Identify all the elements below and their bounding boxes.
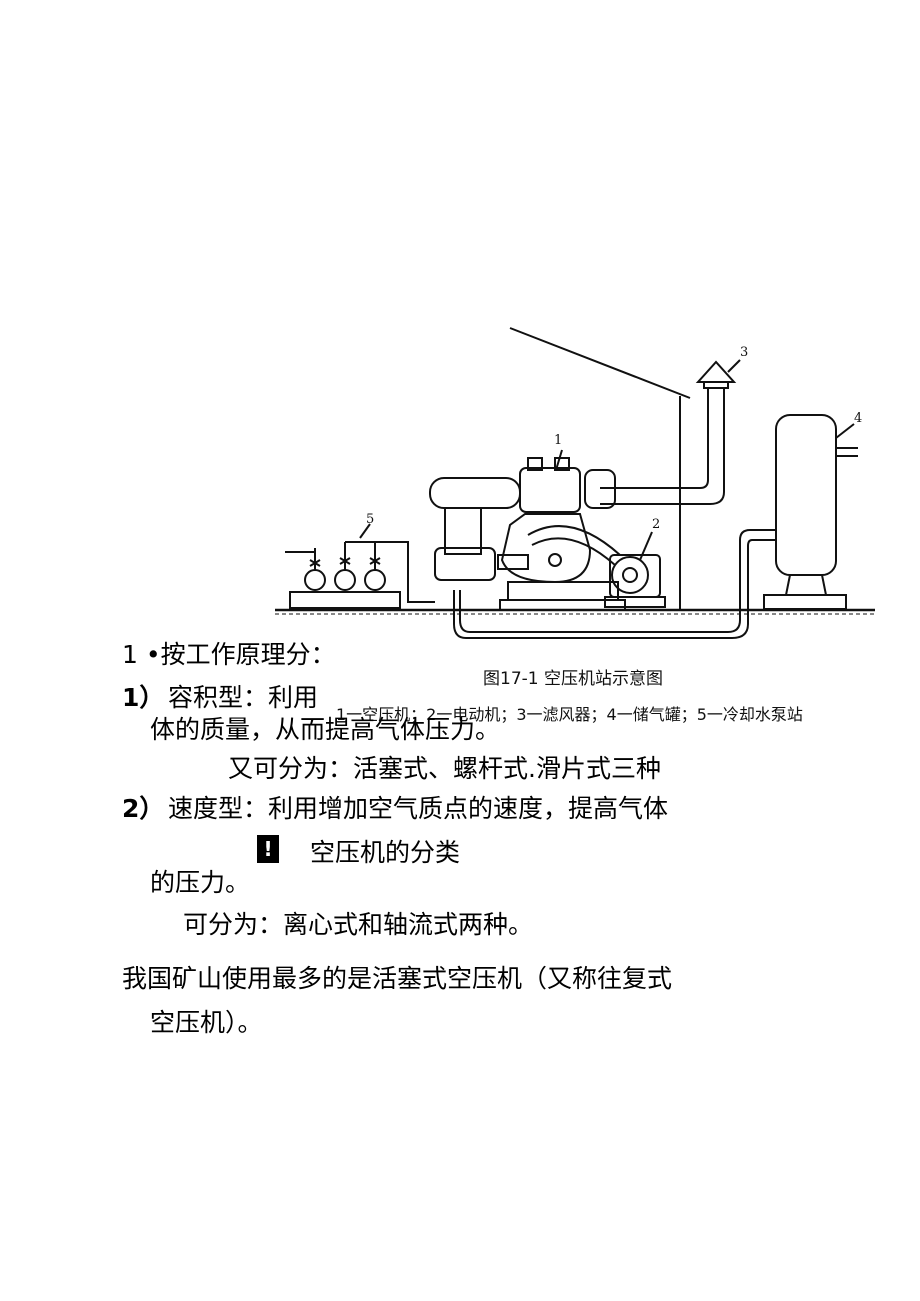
pump-station-base: [289, 591, 401, 609]
roof-line: [509, 327, 691, 399]
label-5: 5: [366, 512, 374, 527]
item2-continuation: 的压力。: [150, 868, 251, 897]
item2-text: 速度型：利用增加空气质点的速度，提高气体: [168, 794, 669, 823]
item1-continuation: 体的质量，从而提高气体压力。: [150, 715, 501, 744]
compressor-body: [519, 467, 581, 513]
label-4: 4: [854, 411, 862, 426]
figure-caption: 图17-1 空压机站示意图: [483, 669, 663, 689]
summary-line-1: 我国矿山使用最多的是活塞式空压机（又称往复式: [122, 964, 673, 993]
summary-line-2: 空压机）。: [150, 1008, 263, 1037]
electric-motor: [611, 556, 649, 594]
label-3: 3: [740, 345, 748, 360]
section-title: 空压机的分类: [310, 838, 461, 867]
item2-label: 2）: [122, 794, 165, 823]
item1-subtypes: 又可分为：活塞式、螺杆式.滑片式三种: [228, 754, 661, 783]
heading-classification: 1 •按工作原理分：: [122, 640, 336, 669]
crankcase: [500, 513, 592, 584]
item1-label: 1）: [122, 683, 165, 712]
storage-tank: [775, 414, 837, 576]
figure-legend: 1一空压机；2一电动机；3一滤风器；4一储气罐；5一冷却水泵站: [336, 705, 803, 724]
item2-subtypes: 可分为：离心式和轴流式两种。: [183, 910, 534, 939]
compressor-station-diagram: 1 2 3 4 5: [275, 327, 875, 639]
item1-text: 容积型：利用: [168, 683, 319, 712]
label-1: 1: [554, 433, 562, 448]
label-2: 2: [652, 517, 660, 532]
warning-mark: !: [257, 835, 279, 863]
